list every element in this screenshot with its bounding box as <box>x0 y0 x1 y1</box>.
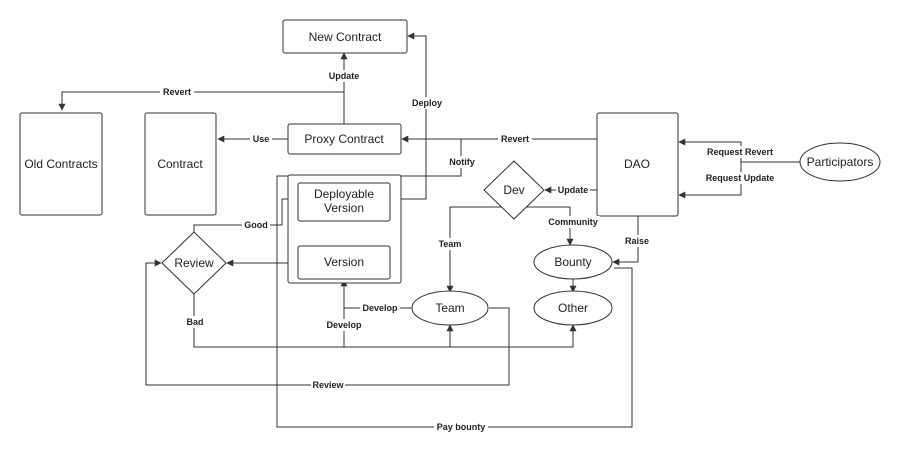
edge-label-develop-a: Develop <box>362 303 398 313</box>
participators-node <box>799 142 881 182</box>
proxy-contract-node <box>287 123 402 155</box>
contract-label: Contract <box>157 157 203 171</box>
edge-label-update: Update <box>329 71 360 81</box>
edge-label-revert-dao: Revert <box>501 134 529 144</box>
bounty-node <box>533 244 613 280</box>
edge-label-notify: Notify <box>449 157 475 167</box>
edge-proxy-to-old-contracts <box>58 91 344 111</box>
team-node <box>411 290 489 326</box>
edge-label-revert-old: Revert <box>163 87 191 97</box>
edge-review-bad <box>193 293 577 348</box>
edge-review-good-to-deployable <box>193 195 298 233</box>
dao-label: DAO <box>624 157 650 171</box>
edge-label-dev-update: Update <box>558 185 589 195</box>
new-contract-label: New Contract <box>309 30 382 44</box>
dev-label: Dev <box>503 183 524 197</box>
old-contracts-node <box>19 112 103 216</box>
version-node <box>297 245 391 280</box>
edge-label-request-revert: Request Revert <box>707 147 773 157</box>
edge-label-pay-bounty: Pay bounty <box>437 422 486 432</box>
edge-label-raise: Raise <box>625 236 649 246</box>
edge-deployable-to-new-contract <box>390 32 427 200</box>
edge-label-community: Community <box>548 217 598 227</box>
participators-label: Participators <box>807 155 874 169</box>
edge-deployable-notify-proxy <box>401 139 462 177</box>
edge-label-team: Team <box>439 239 462 249</box>
other-label: Other <box>558 301 588 315</box>
version-label: Version <box>324 255 364 269</box>
edge-label-request-update: Request Update <box>706 173 775 183</box>
old-contracts-label: Old Contracts <box>24 157 97 171</box>
review-label: Review <box>174 256 214 270</box>
other-node <box>533 290 613 326</box>
edge-dev-to-team <box>446 206 513 293</box>
new-contract-node <box>282 19 408 54</box>
edge-label-use: Use <box>253 134 270 144</box>
team-label: Team <box>435 301 464 315</box>
review-decision-node <box>161 231 227 295</box>
edge-label-develop-b: Develop <box>326 320 362 330</box>
contract-node <box>144 112 217 216</box>
dao-node <box>596 112 679 217</box>
dev-decision-node <box>483 160 545 220</box>
edge-label-deploy: Deploy <box>412 98 442 108</box>
deployable-version-label-line1: Deployable <box>314 187 374 201</box>
deployable-version-node <box>297 182 391 222</box>
deployable-version-label-line2: Version <box>324 201 364 215</box>
edge-label-good: Good <box>244 220 268 230</box>
proxy-contract-label: Proxy Contract <box>304 132 384 146</box>
edge-label-bad: Bad <box>186 317 203 327</box>
edge-label-review: Review <box>312 380 344 390</box>
edge-dev-to-bounty <box>513 206 574 246</box>
bounty-label: Bounty <box>554 255 591 269</box>
edge-dao-to-bounty <box>612 216 639 266</box>
